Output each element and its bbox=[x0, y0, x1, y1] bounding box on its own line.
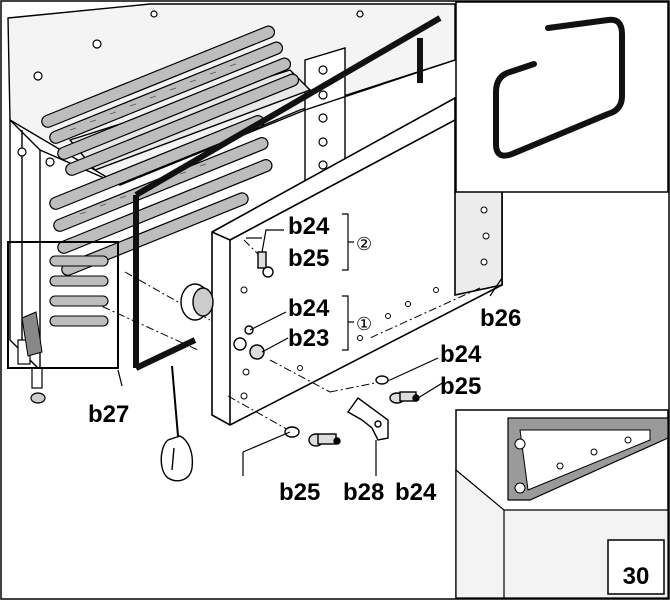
label-b27: b27 bbox=[88, 401, 129, 428]
label-b24-right: b24 bbox=[440, 341, 482, 368]
heating-coils-upper bbox=[41, 25, 300, 176]
label-b25-right: b25 bbox=[440, 373, 481, 400]
figure-number-box bbox=[607, 539, 665, 595]
screwdriver bbox=[160, 365, 194, 482]
label-circle-1: ① bbox=[356, 314, 372, 335]
gasket-detail-inset bbox=[455, 1, 669, 193]
label-b23: b23 bbox=[288, 325, 329, 352]
gasket bbox=[133, 15, 442, 371]
label-b28: b28 bbox=[343, 479, 384, 506]
label-b26: b26 bbox=[480, 305, 521, 332]
label-b24-bottom: b24 bbox=[395, 479, 437, 506]
mounted-gasket-inset: 30 bbox=[455, 409, 669, 599]
label-b24-top: b24 bbox=[288, 213, 330, 240]
label-b25-bottom: b25 bbox=[279, 479, 320, 506]
label-b25-top: b25 bbox=[288, 245, 329, 272]
label-circle-2: ② bbox=[356, 234, 372, 255]
heating-coils-lower bbox=[49, 115, 273, 276]
figure-number: 30 bbox=[623, 563, 650, 590]
callout-labels: b24 b25 ② b24 b23 ① b26 b24 b25 b27 b25 … bbox=[88, 213, 521, 506]
leader-lines bbox=[117, 213, 503, 476]
loose-hardware bbox=[284, 375, 420, 447]
housing-screws bbox=[17, 10, 364, 170]
left-detail-box bbox=[7, 241, 119, 369]
panel-holes bbox=[240, 206, 490, 400]
panel-fittings bbox=[180, 251, 274, 360]
label-b24-mid: b24 bbox=[288, 295, 330, 322]
